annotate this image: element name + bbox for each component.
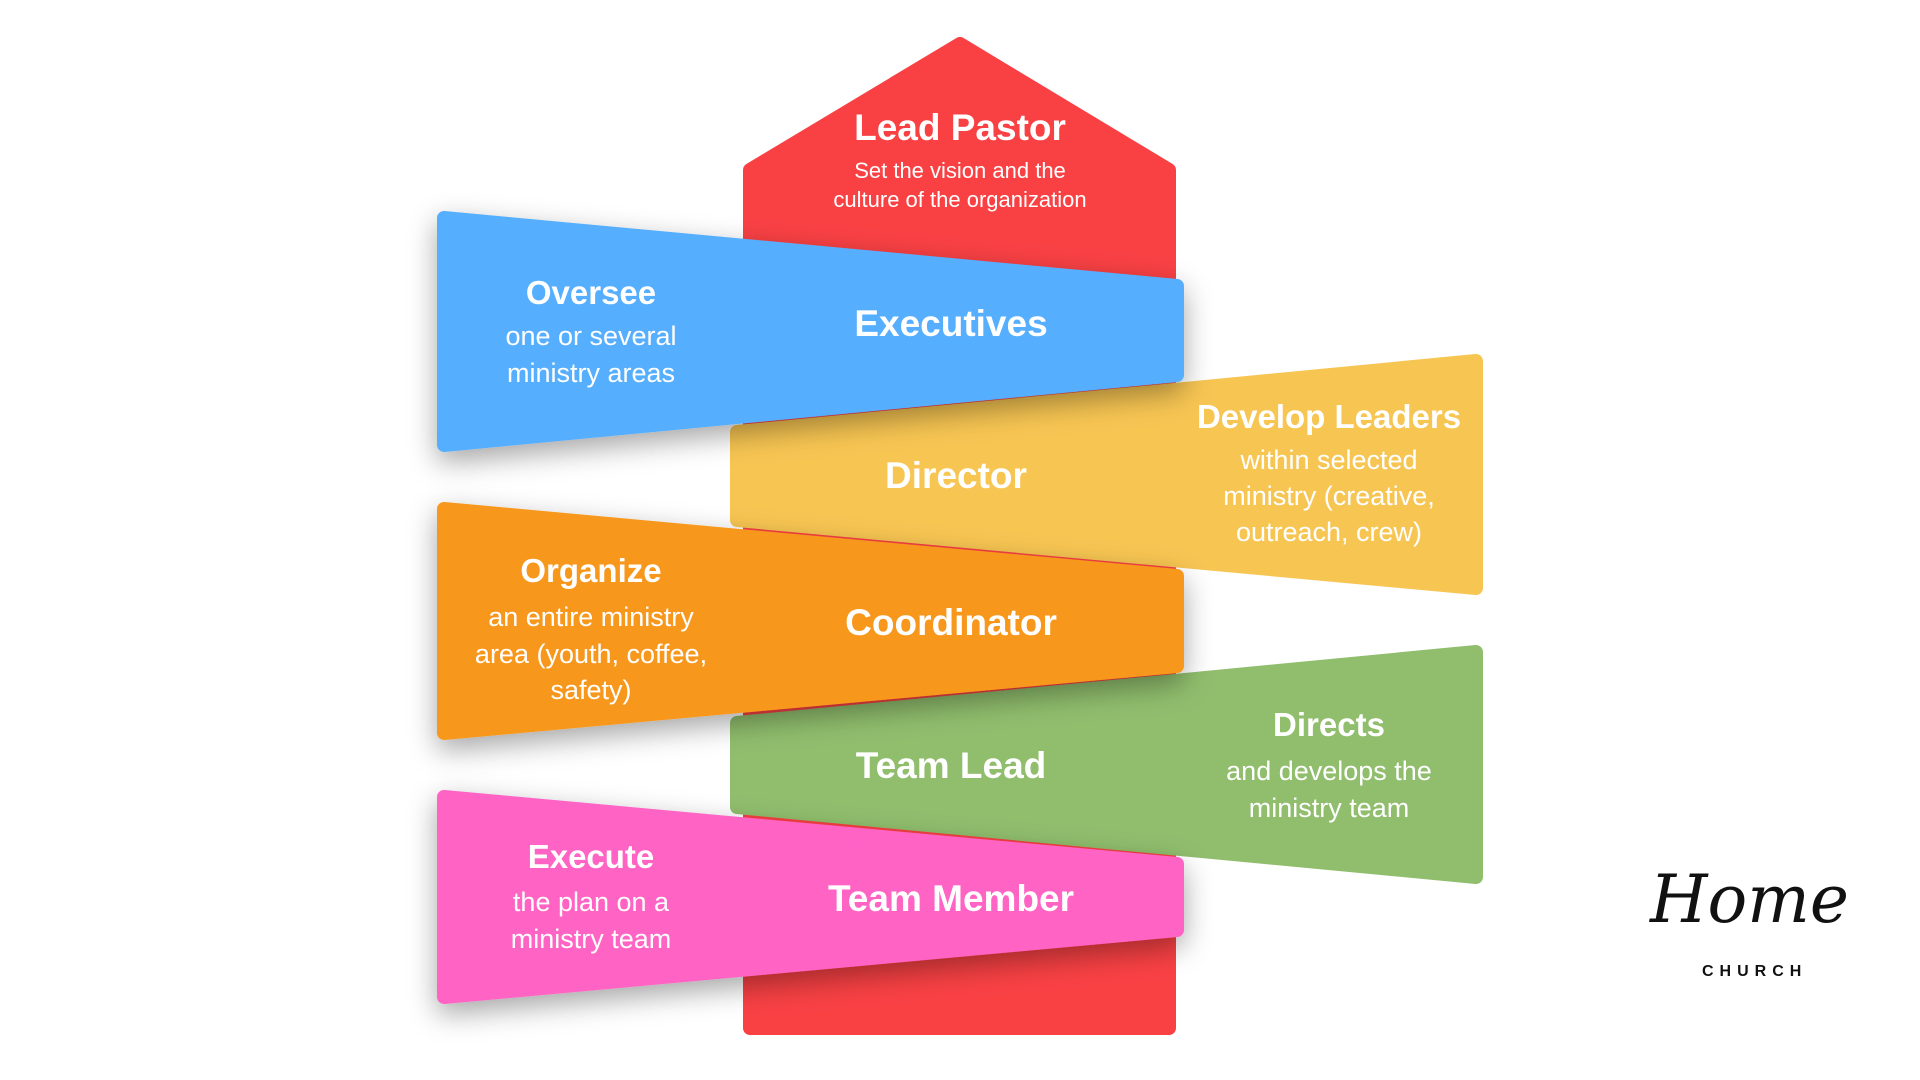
executives-desc-line: one or several — [505, 321, 676, 351]
home-church-logo: Home CHURCH — [1649, 861, 1849, 980]
lead-pastor-title: Lead Pastor — [854, 107, 1066, 148]
coordinator-desc-line: area (youth, coffee, — [475, 639, 707, 669]
executives-role: Executives — [854, 303, 1047, 344]
team-member-desc-line: the plan on a — [513, 887, 670, 917]
coordinator-role: Coordinator — [845, 602, 1057, 643]
team-lead-desc-line: ministry team — [1249, 793, 1410, 823]
coordinator-desc-line: safety) — [550, 675, 631, 705]
coordinator-action: Organize — [520, 552, 661, 589]
logo-script: Home — [1649, 861, 1849, 938]
coordinator-band — [437, 502, 1184, 740]
team-lead-desc-line: and develops the — [1226, 756, 1432, 786]
logo-subtitle: CHURCH — [1702, 963, 1807, 980]
team-lead-band — [730, 645, 1483, 884]
director-band — [730, 354, 1483, 595]
team-lead-action: Directs — [1273, 706, 1385, 743]
lead-pastor-desc-line: Set the vision and the — [854, 158, 1066, 183]
director-role: Director — [885, 455, 1027, 496]
team-lead-role: Team Lead — [856, 745, 1047, 786]
team-member-band — [437, 790, 1184, 1004]
team-member-action: Execute — [528, 838, 655, 875]
executives-band — [437, 211, 1184, 452]
team-member-desc-line: ministry team — [511, 924, 672, 954]
team-member-role: Team Member — [828, 878, 1074, 919]
director-desc-line: within selected — [1239, 445, 1417, 475]
coordinator-desc-line: an entire ministry — [488, 602, 694, 632]
executives-desc-line: ministry areas — [507, 358, 675, 388]
lead-pastor-desc-line: culture of the organization — [833, 187, 1086, 212]
executives-action: Oversee — [526, 274, 656, 311]
director-desc-line: outreach, crew) — [1236, 517, 1422, 547]
director-action: Develop Leaders — [1197, 398, 1461, 435]
director-desc-line: ministry (creative, — [1223, 481, 1435, 511]
